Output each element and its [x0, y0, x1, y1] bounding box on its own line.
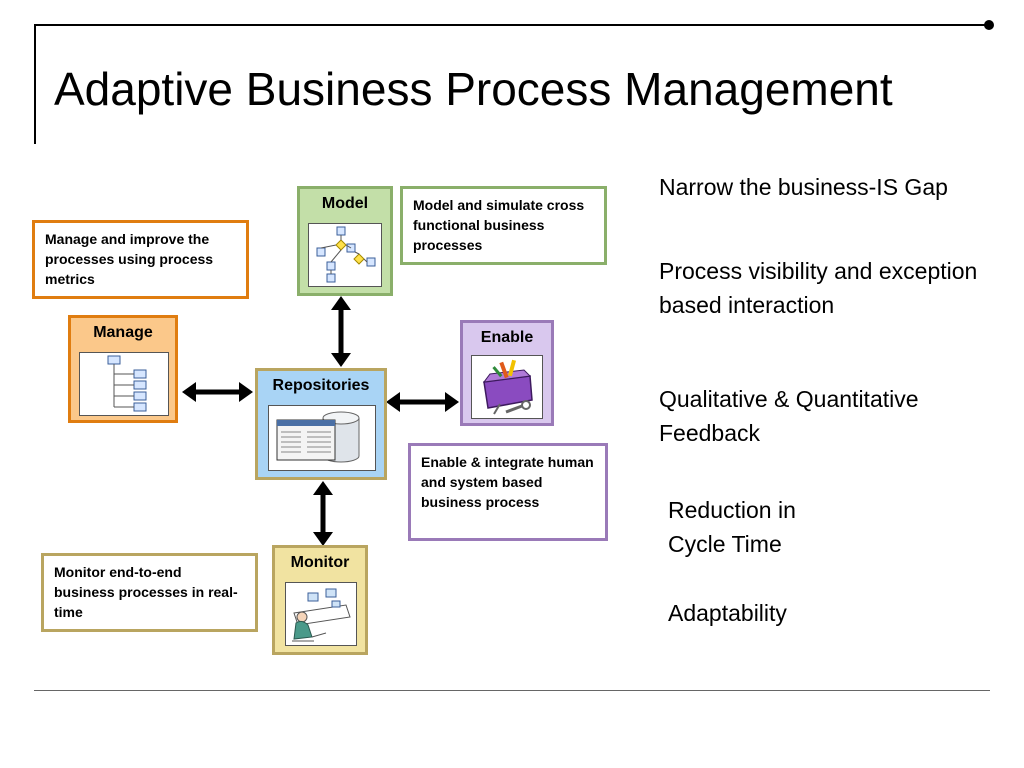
- bullet-narrow-gap: Narrow the business-IS Gap: [659, 174, 948, 200]
- hierarchy-icon: [79, 352, 169, 416]
- bullet-feedback: Qualitative & Quantitative Feedback: [659, 386, 919, 446]
- arrow-model-repositories: [331, 296, 351, 367]
- process-flow-icon: [308, 223, 382, 287]
- bottom-rule: [34, 690, 990, 691]
- repositories-label: Repositories: [272, 377, 370, 394]
- database-icon: [268, 405, 376, 471]
- top-rule-dot: [984, 20, 994, 30]
- arrow-repositories-enable: [386, 392, 459, 412]
- manage-note: Manage and improve the processes using p…: [32, 220, 249, 299]
- bullet-adaptability: Adaptability: [668, 600, 787, 626]
- repositories-node: Repositories: [255, 368, 387, 480]
- manage-node: Manage: [68, 315, 178, 423]
- person-at-desk-icon: [285, 582, 357, 646]
- bullet-process-visibility: Process visibility and exception based i…: [659, 258, 978, 318]
- left-rule: [34, 24, 36, 144]
- enable-note: Enable & integrate human and system base…: [408, 443, 608, 541]
- enable-label: Enable: [480, 329, 534, 346]
- manage-label: Manage: [93, 324, 153, 341]
- monitor-label: Monitor: [290, 554, 350, 571]
- model-note: Model and simulate cross functional busi…: [400, 186, 607, 265]
- monitor-note: Monitor end-to-end business processes in…: [41, 553, 258, 632]
- arrow-manage-repositories: [182, 382, 253, 402]
- toolbox-icon: [471, 355, 543, 419]
- bullet-cycle-time: Reduction in Cycle Time: [668, 497, 796, 557]
- top-rule: [34, 24, 988, 26]
- slide-title: Adaptive Business Process Management: [54, 63, 893, 115]
- monitor-node: Monitor: [272, 545, 368, 655]
- arrow-repositories-monitor: [313, 481, 333, 546]
- model-node: Model: [297, 186, 393, 296]
- model-label: Model: [321, 195, 369, 212]
- enable-node: Enable: [460, 320, 554, 426]
